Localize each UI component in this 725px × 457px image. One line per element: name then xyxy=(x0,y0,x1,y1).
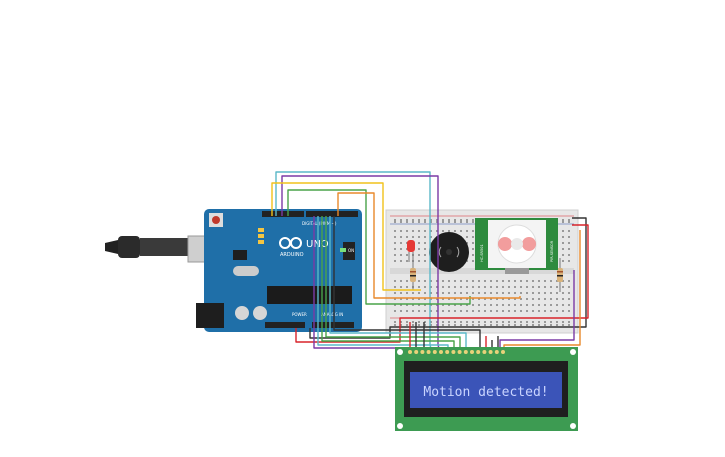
resistor-led xyxy=(410,262,416,290)
wire-yellow xyxy=(271,182,421,291)
pir-label-right: PIR-SENSOR xyxy=(550,240,554,262)
atmega-chip xyxy=(267,286,352,304)
usb-cable xyxy=(105,235,215,263)
pir-label-left: HC-SR501 xyxy=(480,244,484,262)
on-led-label: ON xyxy=(348,248,354,253)
red-led xyxy=(407,240,415,262)
power-header-label: POWER xyxy=(292,312,307,317)
wire-orange xyxy=(337,192,521,299)
arduino-uno-board[interactable]: ARDUINO UNO DIGITAL (PWM ~) POWER ANALOG… xyxy=(196,209,362,332)
lcd-16x2-module[interactable]: Motion detected! xyxy=(395,347,578,431)
lcd-screen xyxy=(410,372,562,408)
analog-header-label: ANALOG IN xyxy=(321,312,343,317)
lcd-pin-header xyxy=(408,350,505,354)
pir-sensor: HC-SR501 PIR-SENSOR xyxy=(475,218,558,274)
piezo-buzzer xyxy=(429,232,469,272)
wire-black-gnd xyxy=(309,217,587,339)
breadboard[interactable] xyxy=(385,209,579,334)
arduino-brand-label: ARDUINO xyxy=(280,252,304,258)
arduino-logo xyxy=(279,237,302,249)
resistor-pir xyxy=(557,258,563,292)
wire-red-5v xyxy=(295,224,589,343)
wire-green xyxy=(287,189,471,305)
lcd-display-text: Motion detected! xyxy=(423,385,548,400)
digital-header-label: DIGITAL (PWM ~) xyxy=(302,221,337,226)
